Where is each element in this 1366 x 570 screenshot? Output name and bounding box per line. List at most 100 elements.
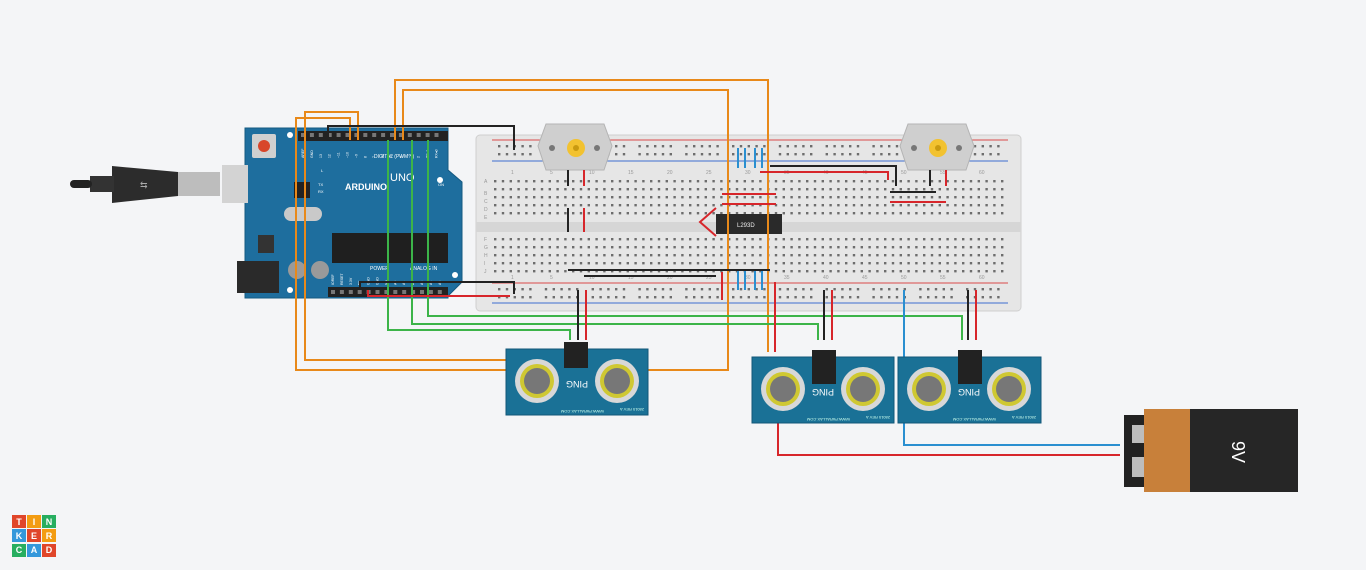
breadboard-hole[interactable]: [681, 246, 684, 249]
breadboard-hole[interactable]: [798, 246, 801, 249]
breadboard-hole[interactable]: [829, 270, 832, 273]
breadboard-hole[interactable]: [938, 238, 941, 241]
breadboard-hole[interactable]: [919, 288, 922, 291]
breadboard-hole[interactable]: [696, 238, 700, 241]
breadboard-hole[interactable]: [498, 153, 501, 156]
breadboard-hole[interactable]: [751, 204, 754, 207]
usb-cable[interactable]: ⇆: [70, 165, 248, 203]
breadboard-hole[interactable]: [938, 212, 941, 215]
breadboard-hole[interactable]: [993, 204, 996, 207]
breadboard-hole[interactable]: [977, 180, 980, 183]
breadboard-hole[interactable]: [993, 212, 996, 215]
breadboard-hole[interactable]: [813, 270, 817, 273]
breadboard-hole[interactable]: [599, 288, 602, 291]
breadboard-hole[interactable]: [938, 180, 941, 183]
breadboard-hole[interactable]: [626, 180, 629, 183]
breadboard-hole[interactable]: [751, 246, 754, 249]
breadboard-hole[interactable]: [969, 246, 973, 249]
breadboard-hole[interactable]: [1001, 196, 1004, 199]
breadboard-hole[interactable]: [622, 153, 626, 156]
breadboard-hole[interactable]: [712, 254, 715, 257]
breadboard-hole[interactable]: [732, 288, 735, 291]
breadboard-hole[interactable]: [533, 246, 536, 249]
breadboard-hole[interactable]: [611, 246, 614, 249]
breadboard-hole[interactable]: [739, 145, 743, 148]
breadboard-hole[interactable]: [661, 145, 665, 148]
breadboard-hole[interactable]: [985, 254, 988, 257]
breadboard-hole[interactable]: [720, 262, 723, 265]
breadboard-hole[interactable]: [665, 188, 668, 191]
breadboard-hole[interactable]: [548, 254, 551, 257]
breadboard-hole[interactable]: [681, 196, 684, 199]
breadboard-hole[interactable]: [930, 246, 934, 249]
breadboard-hole[interactable]: [868, 270, 871, 273]
header-pin[interactable]: [416, 133, 421, 137]
breadboard-hole[interactable]: [564, 188, 567, 191]
breadboard-hole[interactable]: [654, 296, 657, 299]
breadboard-hole[interactable]: [806, 212, 809, 215]
breadboard-hole[interactable]: [665, 254, 668, 257]
breadboard-hole[interactable]: [977, 270, 980, 273]
breadboard-hole[interactable]: [969, 254, 973, 257]
breadboard-hole[interactable]: [494, 180, 497, 183]
breadboard-hole[interactable]: [704, 254, 707, 257]
breadboard-hole[interactable]: [626, 238, 629, 241]
breadboard-hole[interactable]: [954, 188, 957, 191]
breadboard-hole[interactable]: [556, 270, 559, 273]
breadboard-hole[interactable]: [501, 196, 505, 199]
breadboard-hole[interactable]: [618, 238, 622, 241]
breadboard-hole[interactable]: [611, 212, 614, 215]
breadboard-hole[interactable]: [845, 254, 848, 257]
breadboard-hole[interactable]: [587, 204, 590, 207]
breadboard-hole[interactable]: [778, 296, 782, 299]
breadboard-hole[interactable]: [696, 212, 700, 215]
breadboard-hole[interactable]: [615, 145, 618, 148]
breadboard-hole[interactable]: [681, 204, 684, 207]
breadboard-hole[interactable]: [618, 180, 622, 183]
breadboard-hole[interactable]: [650, 212, 653, 215]
breadboard-hole[interactable]: [568, 288, 571, 291]
breadboard-hole[interactable]: [572, 196, 575, 199]
breadboard-hole[interactable]: [638, 288, 641, 291]
breadboard-hole[interactable]: [681, 270, 684, 273]
breadboard-hole[interactable]: [529, 288, 532, 291]
breadboard-hole[interactable]: [618, 254, 622, 257]
breadboard-hole[interactable]: [735, 180, 739, 183]
breadboard-hole[interactable]: [907, 262, 910, 265]
breadboard-hole[interactable]: [696, 204, 700, 207]
breadboard-hole[interactable]: [806, 270, 809, 273]
breadboard-hole[interactable]: [938, 270, 941, 273]
breadboard-hole[interactable]: [825, 296, 828, 299]
breadboard-hole[interactable]: [732, 145, 735, 148]
breadboard-hole[interactable]: [993, 238, 996, 241]
breadboard-hole[interactable]: [763, 145, 766, 148]
breadboard-hole[interactable]: [782, 246, 785, 249]
breadboard-hole[interactable]: [962, 246, 965, 249]
header-pin[interactable]: [327, 133, 332, 137]
breadboard-hole[interactable]: [681, 238, 684, 241]
breadboard-hole[interactable]: [782, 254, 785, 257]
breadboard-hole[interactable]: [774, 212, 778, 215]
breadboard-hole[interactable]: [693, 296, 696, 299]
header-pin[interactable]: [393, 290, 398, 294]
breadboard-hole[interactable]: [634, 180, 637, 183]
breadboard-hole[interactable]: [603, 188, 606, 191]
header-pin[interactable]: [309, 133, 314, 137]
breadboard-hole[interactable]: [833, 153, 836, 156]
breadboard-hole[interactable]: [646, 288, 649, 291]
breadboard-hole[interactable]: [728, 204, 731, 207]
ultrasonic-sensor-2[interactable]: PING WWW.PARALLAX.COM 28015 REV A: [751, 350, 895, 424]
breadboard-hole[interactable]: [743, 212, 746, 215]
breadboard-hole[interactable]: [661, 153, 665, 156]
breadboard-hole[interactable]: [923, 246, 926, 249]
breadboard-hole[interactable]: [751, 262, 754, 265]
breadboard-hole[interactable]: [833, 145, 836, 148]
breadboard-hole[interactable]: [525, 246, 528, 249]
breadboard-hole[interactable]: [732, 296, 735, 299]
breadboard-hole[interactable]: [681, 254, 684, 257]
breadboard-hole[interactable]: [696, 180, 700, 183]
breadboard-hole[interactable]: [587, 270, 590, 273]
breadboard-hole[interactable]: [841, 288, 844, 291]
breadboard-hole[interactable]: [954, 262, 957, 265]
